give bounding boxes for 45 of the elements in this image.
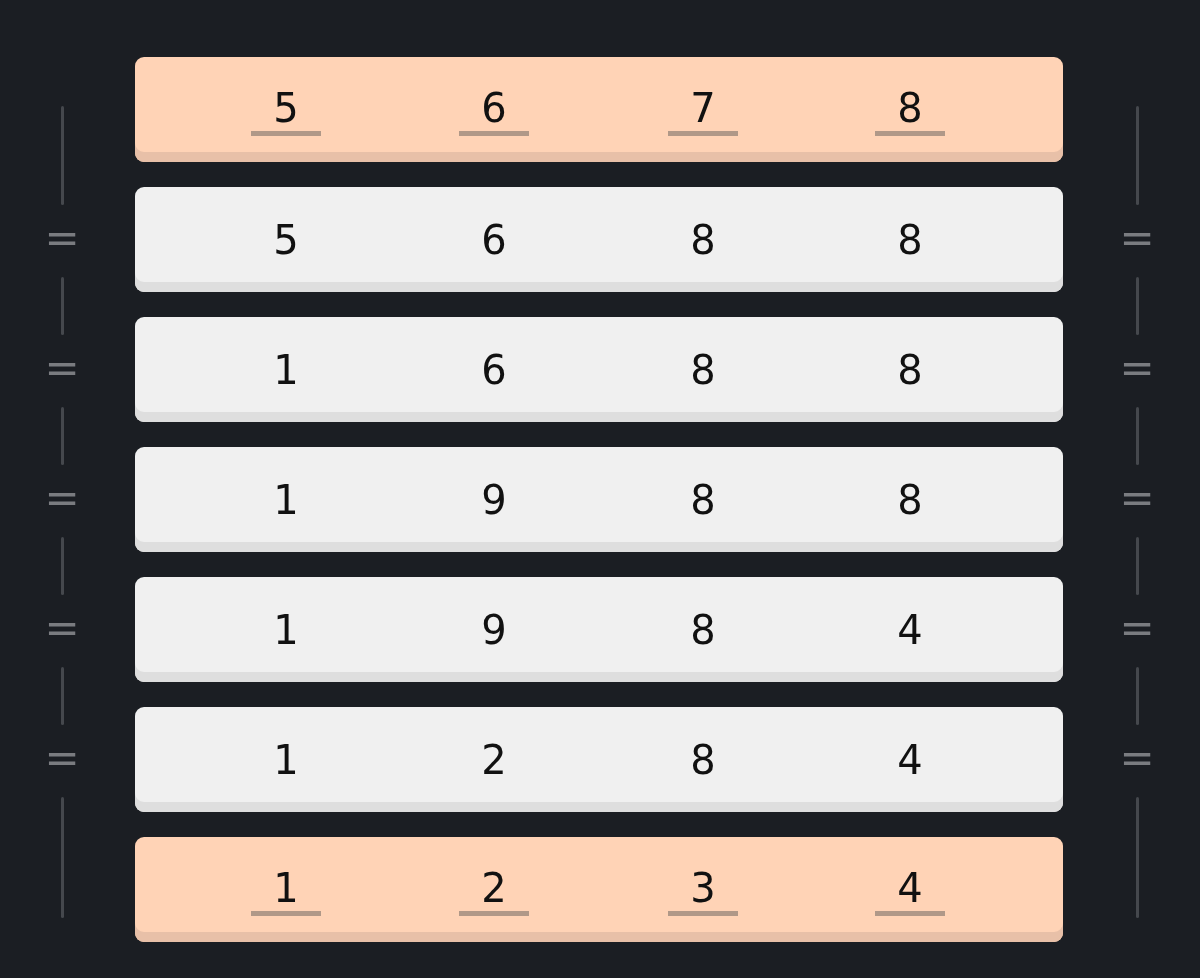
digit: 1 (272, 607, 300, 653)
row-card (135, 187, 1063, 292)
digit: 8 (896, 477, 924, 523)
digit: 8 (896, 217, 924, 263)
digit: 1 (272, 737, 300, 783)
equals-sign: = (1118, 605, 1156, 650)
underlined-digit: 5 (251, 85, 321, 136)
row-card (135, 447, 1063, 552)
equals-sign: = (43, 345, 81, 390)
underlined-digit: 6 (459, 85, 529, 136)
digit: 4 (896, 737, 924, 783)
equals-sign: = (1118, 475, 1156, 520)
equals-sign: = (1118, 735, 1156, 780)
equals-sign: = (1118, 345, 1156, 390)
underlined-digit: 4 (875, 865, 945, 916)
row-card (135, 837, 1063, 942)
row-card (135, 57, 1063, 162)
row-card (135, 707, 1063, 812)
row-card (135, 317, 1063, 422)
equals-sign: = (43, 605, 81, 650)
equals-sign: = (43, 475, 81, 520)
underlined-digit: 7 (668, 85, 738, 136)
digit: 8 (896, 347, 924, 393)
digit: 6 (480, 217, 508, 263)
digit: 8 (689, 477, 717, 523)
digit: 8 (689, 607, 717, 653)
underlined-digit: 3 (668, 865, 738, 916)
digit: 8 (689, 737, 717, 783)
row-card (135, 577, 1063, 682)
equals-sign: = (43, 735, 81, 780)
digit: 8 (689, 217, 717, 263)
digit: 9 (480, 477, 508, 523)
equals-sign: = (1118, 215, 1156, 260)
digit: 8 (689, 347, 717, 393)
digit: 5 (272, 217, 300, 263)
digit: 9 (480, 607, 508, 653)
digit: 1 (272, 347, 300, 393)
digit: 1 (272, 477, 300, 523)
digit: 4 (896, 607, 924, 653)
underlined-digit: 2 (459, 865, 529, 916)
underlined-digit: 1 (251, 865, 321, 916)
equals-sign: = (43, 215, 81, 260)
digit: 6 (480, 347, 508, 393)
digit: 2 (480, 737, 508, 783)
underlined-digit: 8 (875, 85, 945, 136)
